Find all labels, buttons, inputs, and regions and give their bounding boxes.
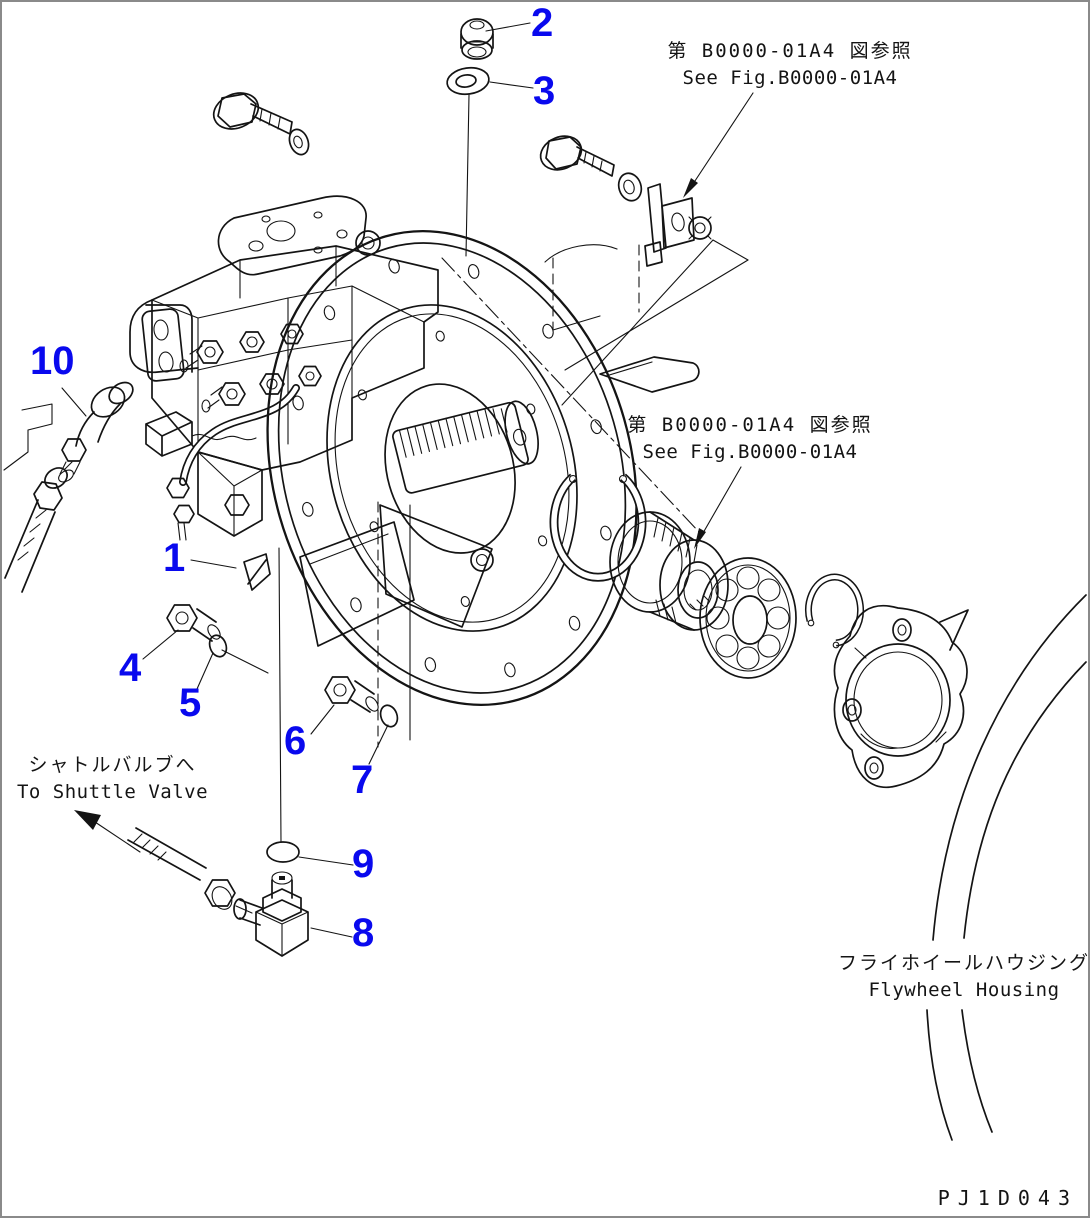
flywheel-housing-note-jp: フライホイールハウジング [838, 952, 1090, 974]
shuttle-valve-note: シャトルバルブへ To Shuttle Valve [0, 752, 225, 806]
snap-ring-large [549, 473, 647, 582]
callout-8: 8 [352, 911, 375, 955]
reference-note-mid-jp: 第 B0000-01A4 図参照 [627, 414, 873, 436]
callout-6: 6 [284, 719, 307, 763]
callout-1: 1 [163, 536, 186, 580]
bolt-washer-bracket-nut [539, 135, 712, 267]
callout-3: 3 [533, 69, 556, 113]
callout-2: 2 [531, 1, 554, 45]
mounting-flange [266, 229, 700, 707]
flywheel-housing-note-en: Flywheel Housing [868, 979, 1060, 1001]
bearing-holder-flange [833, 604, 969, 789]
bolt-washer-top-left [212, 92, 310, 156]
coupling-hub [609, 511, 729, 631]
reference-note-top-jp: 第 B0000-01A4 図参照 [667, 40, 913, 62]
ref-leader-top [683, 92, 754, 198]
callout-5: 5 [179, 681, 202, 725]
snap-ring-small [805, 573, 864, 649]
elbow-fitting-10 [58, 381, 134, 483]
reference-note-mid: 第 B0000-01A4 図参照 See Fig.B0000-01A4 [600, 412, 900, 466]
reference-note-mid-en: See Fig.B0000-01A4 [642, 441, 858, 463]
assembly-leader-lines [278, 239, 749, 843]
reference-note-top: 第 B0000-01A4 図参照 See Fig.B0000-01A4 [635, 38, 945, 92]
shuttle-valve-note-en: To Shuttle Valve [16, 781, 209, 803]
plug-6-oring-7 [324, 676, 399, 728]
reference-note-top-en: See Fig.B0000-01A4 [682, 67, 898, 89]
callout-7: 7 [351, 758, 374, 802]
valve-8-assembly [127, 827, 309, 957]
callout-9: 9 [352, 842, 375, 886]
pump-shaft [392, 400, 539, 494]
plug-part-2 [460, 18, 494, 60]
ref-leader-mid [694, 466, 742, 549]
plug-4-oring-5 [166, 604, 269, 674]
hose-to-shuttle-valve [4, 461, 73, 593]
shuttle-valve-note-jp: シャトルバルブへ [28, 754, 197, 776]
flywheel-housing-arcs [926, 594, 1087, 1141]
drawing-number: PJ1D043 [937, 1186, 1078, 1210]
flywheel-housing-note: フライホイールハウジング Flywheel Housing [838, 950, 1090, 1004]
oring-9 [266, 841, 300, 863]
bearing [699, 557, 797, 679]
washer-part-3 [446, 66, 490, 257]
callout-leaders [61, 22, 534, 938]
callout-4: 4 [119, 646, 142, 690]
callout-10: 10 [30, 339, 75, 383]
shuttle-valve-arrow [74, 810, 141, 853]
